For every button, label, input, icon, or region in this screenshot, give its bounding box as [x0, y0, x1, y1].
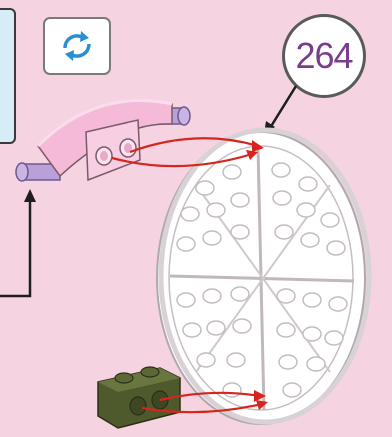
- round-plate: [157, 130, 369, 424]
- curved-bracket-assembly: [16, 101, 190, 181]
- sub-assembly-connector-line: [0, 200, 30, 296]
- sub-assembly-connector-head: [24, 189, 36, 202]
- callout-pointer-line: [270, 86, 296, 128]
